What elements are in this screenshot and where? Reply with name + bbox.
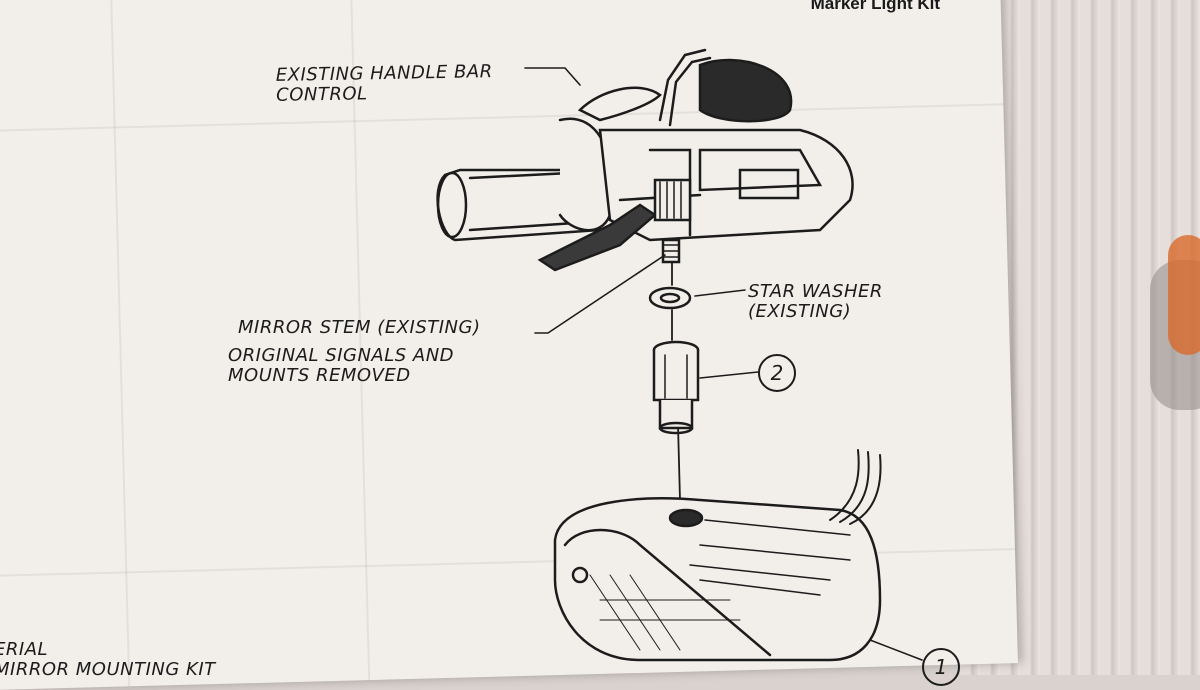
kit-title: Marker Light Kit (810, 0, 940, 13)
callout-number-1: 1 (922, 648, 960, 686)
exploded-diagram (436, 48, 923, 662)
rubber-grip (698, 58, 793, 123)
handle-bar-control-label: EXISTING HANDLE BAR CONTROL (275, 61, 493, 106)
partial-bottom-label: ERIAL MIRROR MOUNTING KIT (0, 639, 216, 680)
leader-handle-bar (524, 67, 581, 86)
callout-number-2: 2 (758, 354, 796, 392)
marker-light-housing (553, 497, 882, 662)
orange-object (1168, 235, 1200, 355)
leader-star-washer (694, 289, 746, 297)
leader-light (869, 639, 923, 661)
wires (829, 449, 882, 525)
assembly-axis (671, 261, 681, 501)
mirror-stem (661, 238, 681, 264)
handle-bar-control-sketch (577, 86, 662, 122)
control-cable (658, 48, 707, 122)
star-washer-label: STAR WASHER (EXISTING) (748, 281, 883, 322)
adjuster-knob (653, 178, 692, 222)
star-washer (648, 286, 692, 310)
handlebar-tube (436, 168, 602, 242)
original-signals-label: ORIGINAL SIGNALS AND MOUNTS REMOVED (228, 345, 455, 386)
leader-mirror-stem (534, 254, 666, 334)
mirror-stem-label: MIRROR STEM (EXISTING) (238, 317, 481, 338)
leader-adapter (699, 371, 759, 379)
adapter-nut (652, 340, 700, 435)
